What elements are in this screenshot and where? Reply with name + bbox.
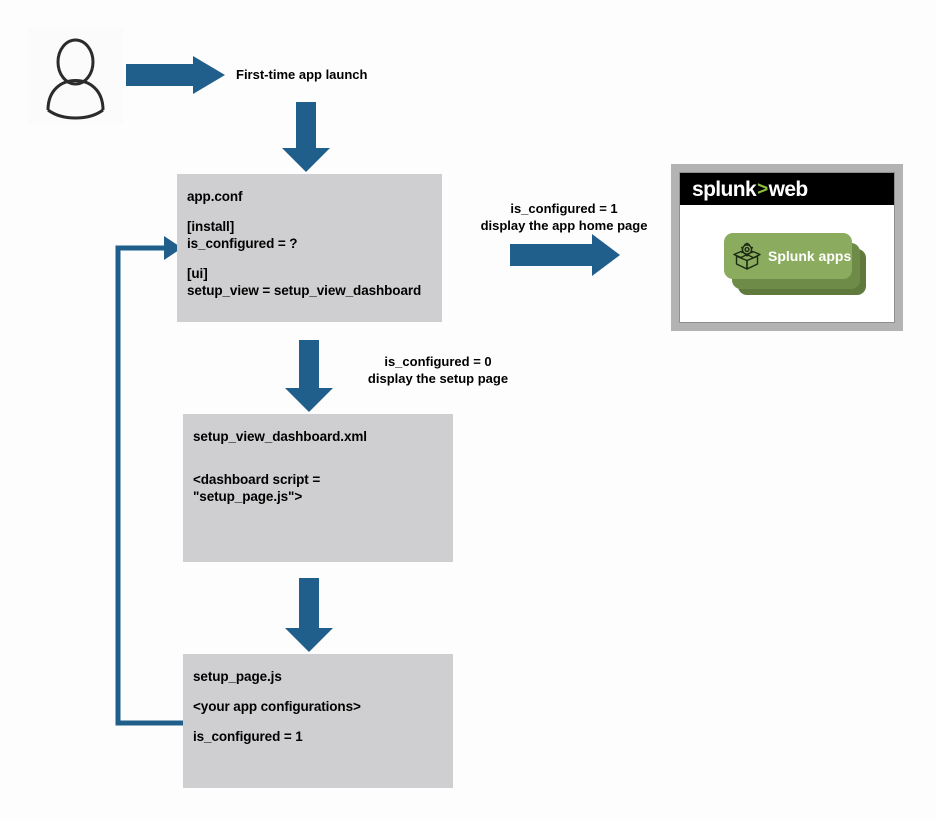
node-app-conf-title: app.conf bbox=[187, 189, 243, 204]
node-js-line-app-configurations: <your app configurations> bbox=[193, 699, 361, 714]
edge-label-first-time-launch: First-time app launch bbox=[236, 67, 368, 82]
splunk-wordmark-second: web bbox=[768, 177, 809, 201]
node-xml-line-setup-page-js: "setup_page.js"> bbox=[193, 489, 303, 504]
splunk-apps-card[interactable]: Splunk apps bbox=[724, 233, 852, 279]
arrow-js-to-appconf-loop bbox=[115, 236, 183, 726]
node-setup-page-js: setup_page.js <your app configurations> … bbox=[183, 654, 453, 788]
node-xml-title: setup_view_dashboard.xml bbox=[193, 429, 367, 444]
splunk-chevron-icon: > bbox=[757, 178, 768, 200]
splunk-apps-card-label: Splunk apps bbox=[768, 248, 852, 264]
splunk-wordmark-first: splunk bbox=[692, 177, 757, 201]
node-app-conf-line-setup-view: setup_view = setup_view_dashboard bbox=[187, 283, 422, 298]
user-actor-icon bbox=[28, 28, 123, 123]
arrow-launch-to-appconf bbox=[282, 102, 330, 172]
arrow-appconf-to-xml bbox=[285, 340, 333, 412]
splunk-web-screen: splunk > web bbox=[679, 172, 895, 323]
node-setup-view-dashboard-xml: setup_view_dashboard.xml <dashboard scri… bbox=[183, 414, 453, 562]
edge-label-is-configured-1: is_configured = 1 display the app home p… bbox=[480, 201, 648, 233]
node-app-conf: app.conf [install] is_configured = ? [ui… bbox=[177, 174, 442, 322]
arrow-xml-to-js bbox=[285, 578, 333, 652]
arrow-actor-to-launch bbox=[126, 56, 225, 94]
node-app-conf-line-install: [install] bbox=[187, 219, 235, 234]
node-app-conf-line-is-configured: is_configured = ? bbox=[187, 236, 298, 251]
person-icon bbox=[46, 38, 105, 120]
node-js-line-is-configured: is_configured = 1 bbox=[193, 729, 303, 744]
splunk-web-header: splunk > web bbox=[680, 173, 894, 205]
edge-label-is-configured-0: is_configured = 0 display the setup page bbox=[367, 354, 509, 386]
splunk-web-panel: splunk > web bbox=[671, 164, 903, 331]
arrow-appconf-to-splunkweb bbox=[510, 234, 620, 276]
splunk-web-body: Splunk apps bbox=[680, 205, 894, 322]
node-app-conf-line-ui: [ui] bbox=[187, 266, 208, 281]
node-xml-line-dashboard-script: <dashboard script = bbox=[193, 472, 321, 487]
node-js-title: setup_page.js bbox=[193, 669, 282, 684]
app-box-gear-icon bbox=[733, 242, 761, 270]
